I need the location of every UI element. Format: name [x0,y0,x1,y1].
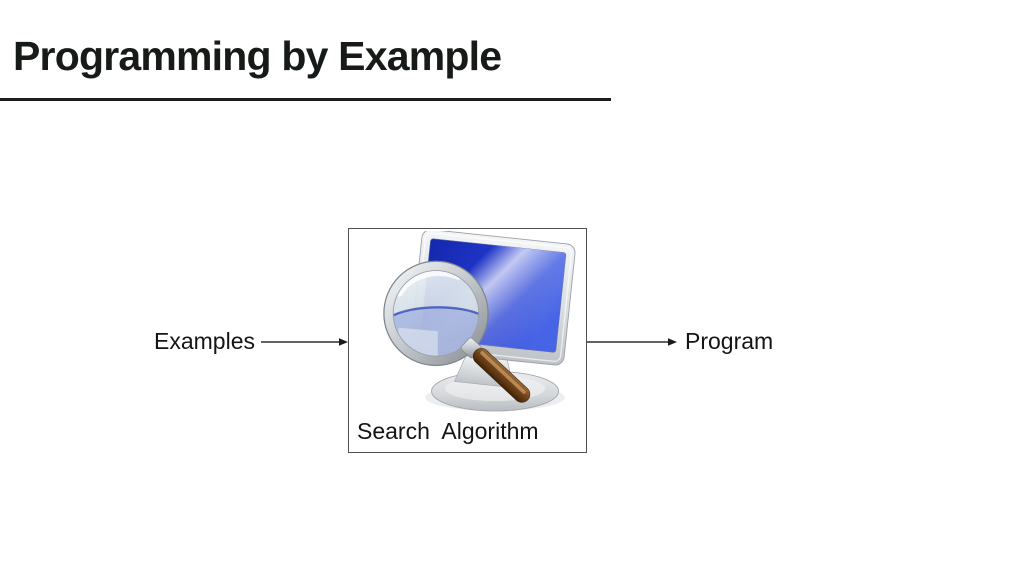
arrow-examples-to-box-icon [261,338,348,346]
search-algorithm-label: Search Algorithm [357,418,539,444]
arrow-box-to-program-icon [587,338,677,346]
diagram-input-label: Examples [154,328,255,354]
search-computer-icon [383,231,576,412]
diagram-output-label: Program [685,328,774,354]
page-title: Programming by Example [13,33,502,79]
title-underline [0,98,611,101]
search-algorithm-box: Search Algorithm [348,228,587,453]
